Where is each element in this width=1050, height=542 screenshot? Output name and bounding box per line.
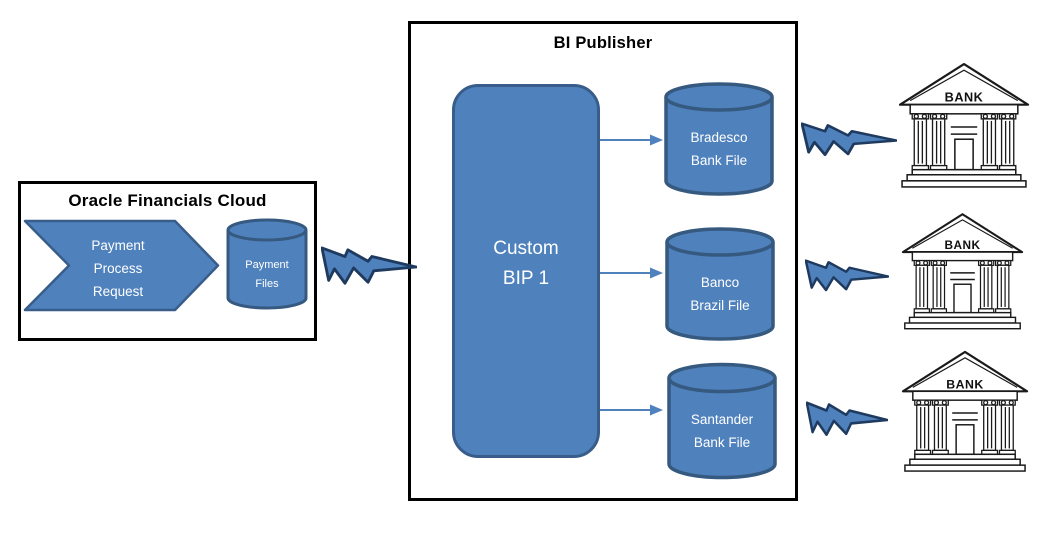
banco-brazil-file-cylinder: Banco Brazil File bbox=[665, 227, 775, 341]
bank-building-icon-1: BANK bbox=[898, 62, 1030, 188]
bank-columns bbox=[911, 113, 1017, 171]
bank-step-3 bbox=[904, 322, 1021, 330]
lightning-bolt-shape bbox=[321, 246, 417, 285]
bolt-banco-brazil-to-bank bbox=[805, 259, 889, 292]
bolt-ofc-to-bip bbox=[321, 246, 417, 285]
santander-line-1: Santander bbox=[691, 412, 754, 427]
bank-entablature bbox=[911, 251, 1014, 262]
bi-publisher-title: BI Publisher bbox=[553, 34, 653, 52]
banco-brazil-line-2: Brazil File bbox=[690, 298, 749, 313]
bank-entablature bbox=[909, 103, 1019, 115]
payment-files-line-2: Files bbox=[255, 278, 279, 290]
santander-line-2: Bank File bbox=[694, 435, 750, 450]
lightning-bolt-shape bbox=[801, 122, 897, 157]
banco-brazil-line-1: Banco bbox=[701, 275, 739, 290]
bank-roof-inner-line bbox=[912, 219, 1013, 249]
bank-label-2: BANK bbox=[944, 238, 980, 252]
custom-bip1-line-2: BIP 1 bbox=[502, 268, 550, 289]
bank-step-2 bbox=[909, 458, 1021, 466]
cylinder-top bbox=[664, 82, 774, 112]
arrow-to-bradesco bbox=[600, 134, 663, 146]
bank-step-2 bbox=[906, 173, 1022, 182]
cylinder-body bbox=[226, 230, 308, 310]
chevron-line-2: Process bbox=[94, 261, 143, 276]
bank-building-icon-2: BANK bbox=[901, 213, 1024, 330]
bank-step-1 bbox=[913, 311, 1012, 319]
bolt-bradesco-to-bank bbox=[801, 122, 897, 157]
oracle-financials-cloud-title: Oracle Financials Cloud bbox=[68, 191, 267, 210]
chevron-line-3: Request bbox=[93, 284, 144, 299]
bank-entablature bbox=[912, 390, 1018, 401]
bank-roof-inner-line bbox=[912, 357, 1018, 388]
bank-door bbox=[954, 138, 974, 171]
bank-label-3: BANK bbox=[946, 377, 984, 391]
arrow-head bbox=[650, 134, 663, 146]
santander-bank-file-cylinder: Santander Bank File bbox=[667, 362, 777, 480]
bolt-santander-to-bank bbox=[806, 401, 888, 436]
bank-step-2 bbox=[908, 316, 1017, 324]
cylinder-top bbox=[226, 218, 308, 242]
custom-bip1-process: Custom BIP 1 bbox=[452, 84, 600, 458]
cylinder-body bbox=[667, 378, 777, 480]
bank-label-1: BANK bbox=[945, 91, 984, 105]
bradesco-line-1: Bradesco bbox=[690, 130, 747, 145]
payment-files-line-1: Payment bbox=[245, 259, 288, 271]
bank-roof-inner-line bbox=[909, 69, 1019, 102]
lightning-bolt-shape bbox=[806, 401, 888, 436]
arrow-to-banco-brazil bbox=[600, 267, 663, 279]
custom-bip1-label: Custom BIP 1 bbox=[493, 234, 558, 294]
payment-process-request-arrow: Payment Process Request bbox=[23, 219, 220, 312]
arrow-head bbox=[650, 267, 663, 279]
bank-step-3 bbox=[904, 464, 1026, 472]
bradesco-line-2: Bank File bbox=[691, 153, 747, 168]
lightning-bolt-shape bbox=[805, 259, 889, 292]
payment-files-cylinder: Payment Files bbox=[226, 218, 308, 310]
arrow-to-santander bbox=[600, 404, 663, 416]
custom-bip1-line-1: Custom bbox=[493, 238, 559, 259]
bi-publisher-box: BI Publisher Custom BIP 1 Bradesco Bank bbox=[408, 21, 798, 501]
cylinder-body bbox=[665, 242, 775, 341]
chevron-line-1: Payment bbox=[91, 238, 145, 253]
cylinder-top bbox=[667, 362, 777, 394]
oracle-financials-cloud-box: Oracle Financials Cloud Payment Process … bbox=[18, 181, 317, 341]
bank-building-icon-3: BANK bbox=[901, 350, 1029, 472]
cylinder-top bbox=[665, 227, 775, 257]
arrow-head bbox=[650, 404, 663, 416]
cylinder-body bbox=[664, 97, 774, 196]
bank-door bbox=[953, 283, 972, 314]
bank-step-3 bbox=[901, 180, 1027, 188]
bradesco-bank-file-cylinder: Bradesco Bank File bbox=[664, 82, 774, 196]
chevron-shape bbox=[23, 219, 220, 312]
bank-door bbox=[955, 424, 975, 456]
bank-columns bbox=[914, 399, 1016, 455]
bank-columns bbox=[913, 259, 1012, 314]
